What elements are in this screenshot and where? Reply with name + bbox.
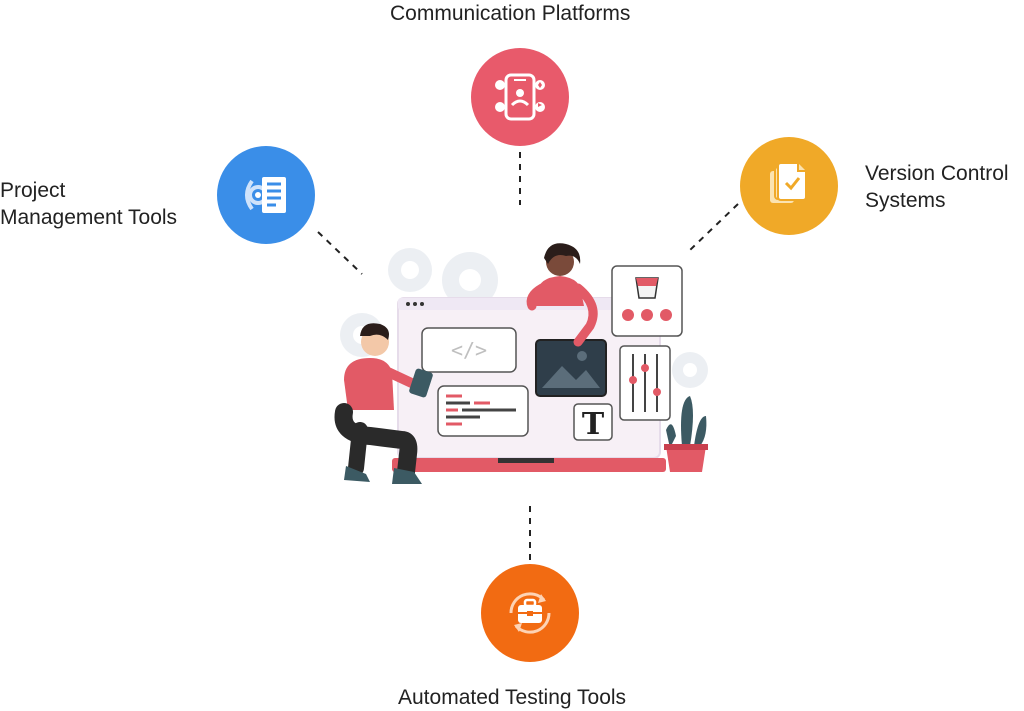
mobile-apps-icon — [495, 73, 545, 121]
project-management-node — [217, 146, 315, 244]
plant — [664, 396, 708, 472]
woman-figure — [526, 243, 598, 347]
automated-testing-node — [481, 564, 579, 662]
project-management-label: Project Management Tools — [0, 179, 178, 229]
automated-testing-label: Automated Testing Tools — [398, 686, 627, 709]
documents-check-icon — [770, 162, 807, 203]
man-figure — [334, 323, 433, 484]
task-document-icon — [245, 177, 286, 213]
version-control-node — [740, 137, 838, 235]
communication-platforms-node — [471, 48, 569, 146]
code-tag-text: </> — [451, 338, 487, 362]
briefcase-cycle-icon — [509, 592, 551, 634]
version-control-label: Version Control Systems — [865, 162, 1009, 212]
text-glyph: T — [582, 407, 605, 442]
text-card — [573, 403, 613, 441]
code-card — [421, 327, 517, 373]
developer-team-illustration: </> T — [334, 243, 708, 484]
paint-card — [611, 265, 683, 337]
communication-platforms-label: Communication Platforms — [390, 2, 631, 25]
